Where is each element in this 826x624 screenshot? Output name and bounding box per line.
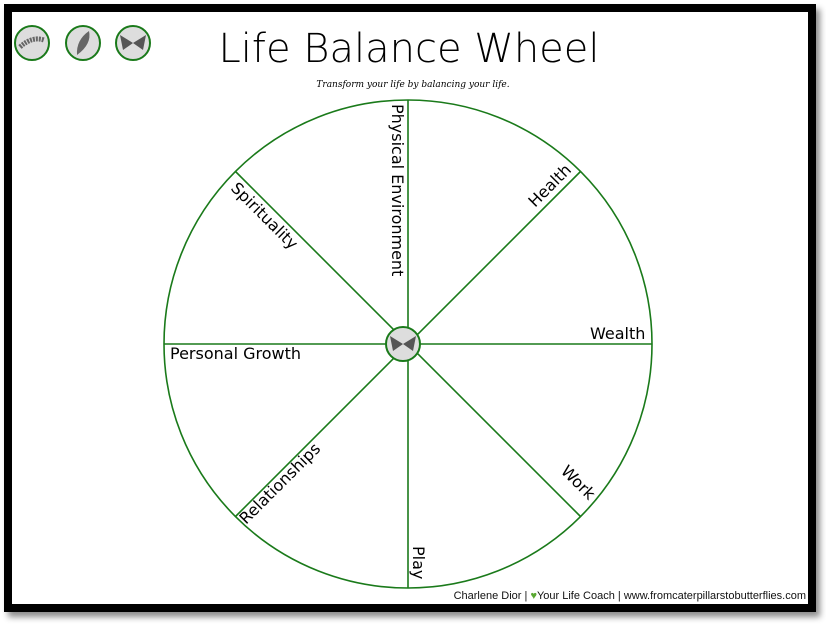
chrysalis-icon [65,25,101,61]
center-butterfly-icon [385,326,421,362]
heart-icon: ♥ [530,590,537,602]
caterpillar-icon [14,25,50,61]
butterfly-icon [115,25,151,61]
segment-physical-environment: Physical Environment [388,104,407,276]
segment-relationships: Relationships [235,439,324,528]
footer-role: Your Life Coach [536,590,615,602]
subtitle: Transform your life by balancing your li… [316,80,509,90]
footer-url[interactable]: www.fromcaterpillarstobutterflies.com [623,590,806,602]
header-icons [14,25,151,61]
footer-name: Charlene Dior [453,590,522,602]
segment-work: Work [557,461,600,504]
slide-frame [4,4,816,612]
segment-play: Play [409,546,428,579]
page-title: Life Balance Wheel [218,26,599,72]
segment-spirituality: Spirituality [227,178,302,253]
footer-separator: | [617,590,621,602]
segment-wealth: Wealth [590,324,645,343]
segment-personal-growth: Personal Growth [170,344,301,363]
footer: Charlene Dior | ♥Your Life Coach | www.f… [454,590,806,603]
footer-separator: | [524,590,528,602]
